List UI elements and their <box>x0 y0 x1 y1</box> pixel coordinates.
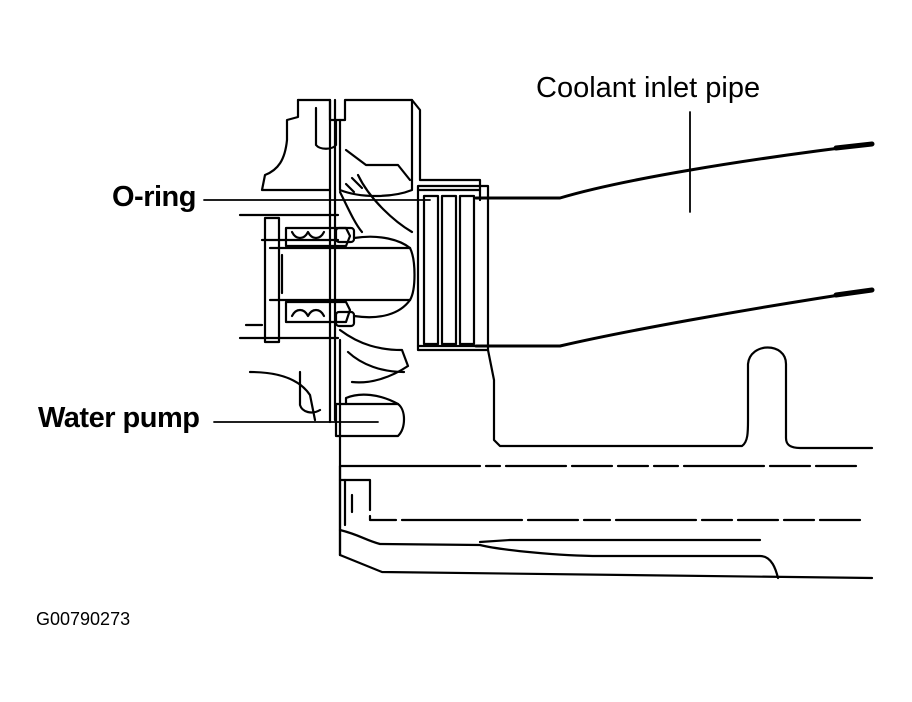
engine-block <box>338 464 874 580</box>
impeller <box>338 176 410 397</box>
pump-lower-lobe <box>334 393 406 438</box>
figure-id: G00790273 <box>36 609 131 629</box>
pump-shaft <box>238 213 416 344</box>
coolant-inlet-pipe <box>474 141 875 348</box>
leader-lines <box>203 111 691 423</box>
o-ring-flange <box>416 184 490 352</box>
coolant-inlet-pipe-label: Coolant inlet pipe <box>536 72 761 104</box>
pump-housing-upper <box>260 98 482 234</box>
pump-body-plate <box>248 98 342 557</box>
water-pump-label: Water pump <box>38 402 200 434</box>
housing-right <box>486 346 874 450</box>
o-ring-label: O-ring <box>112 181 197 213</box>
